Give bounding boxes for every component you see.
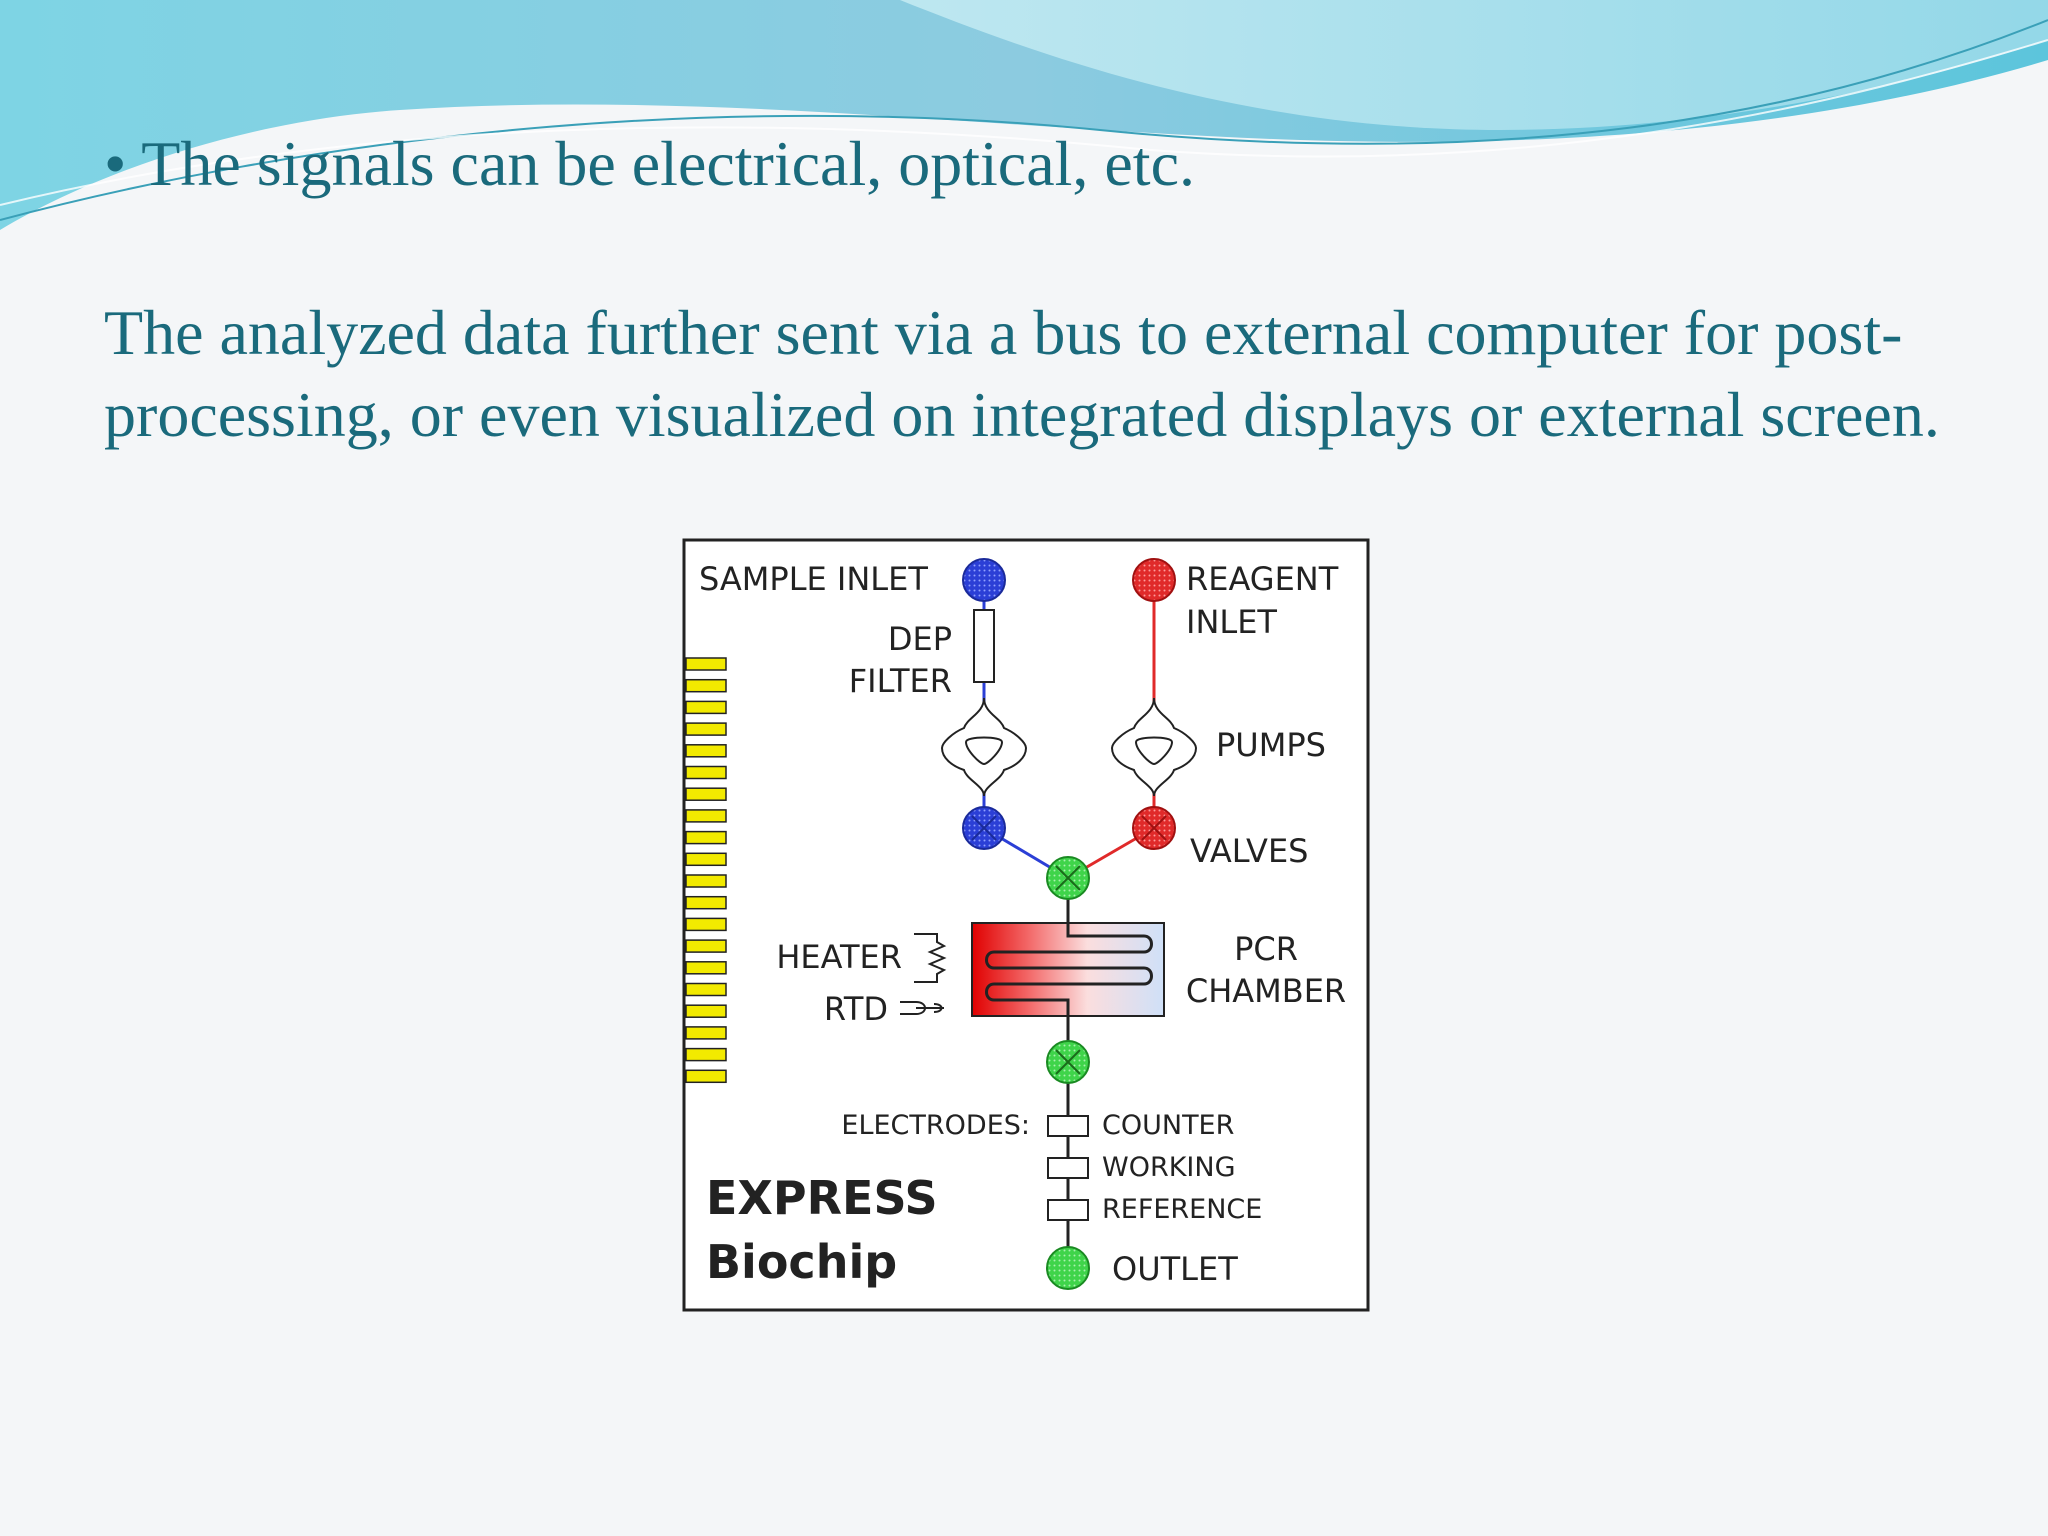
- rtd-symbol: [900, 1001, 944, 1015]
- label-reagent: REAGENT: [1186, 560, 1339, 598]
- connector-pin: [685, 874, 727, 888]
- label-heater: HEATER: [776, 938, 902, 976]
- connector-pin: [685, 1004, 727, 1018]
- connector-pin: [685, 961, 727, 975]
- label-filter: FILTER: [849, 662, 952, 700]
- reagent-pump: [1110, 697, 1198, 797]
- label-rtd: RTD: [824, 990, 888, 1028]
- reagent-inlet-port: [1132, 558, 1176, 602]
- bullet-text: • The signals can be electrical, optical…: [104, 128, 1195, 199]
- connector-pin: [685, 1026, 727, 1040]
- connector-pin: [685, 744, 727, 758]
- sample-inlet-port: [962, 558, 1006, 602]
- label-valves: VALVES: [1190, 832, 1308, 870]
- connector-pin: [685, 809, 727, 823]
- label-inlet: INLET: [1186, 603, 1277, 641]
- label-outlet: OUTLET: [1112, 1250, 1238, 1288]
- connector-pin: [685, 895, 727, 910]
- label-chamber: CHAMBER: [1186, 972, 1346, 1010]
- label-pcr: PCR: [1234, 930, 1298, 968]
- electrode-reference: [1047, 1199, 1089, 1221]
- electrode-working: [1047, 1157, 1089, 1179]
- body-paragraph: The analyzed data further sent via a bus…: [104, 297, 1940, 450]
- connector-pin: [685, 982, 727, 997]
- connector-pin: [685, 917, 727, 932]
- connector-pin: [685, 657, 727, 671]
- connector-pin: [685, 700, 727, 715]
- label-electrodes: ELECTRODES:: [841, 1110, 1030, 1141]
- sample-pump: [940, 697, 1028, 797]
- outlet-port: [1046, 1246, 1090, 1290]
- edge-connector: [685, 657, 727, 1084]
- heater-symbol: [914, 933, 947, 983]
- label-dep: DEP: [888, 620, 952, 658]
- express-biochip-diagram: SAMPLE INLET REAGENT INLET DEP FILTER PU…: [682, 538, 1370, 1312]
- label-pumps: PUMPS: [1216, 726, 1326, 764]
- label-working: WORKING: [1102, 1152, 1236, 1183]
- connector-pin: [685, 830, 727, 845]
- dep-filter: [973, 609, 995, 683]
- pcr-serpentine: [985, 923, 1153, 1016]
- connector-pin: [685, 765, 727, 780]
- connector-pin: [685, 722, 727, 736]
- connector-pin: [685, 678, 727, 693]
- label-counter: COUNTER: [1102, 1110, 1234, 1141]
- header-wave-light: [900, 0, 2048, 130]
- connector-pin: [685, 852, 727, 867]
- label-reference: REFERENCE: [1102, 1194, 1262, 1225]
- label-sample-inlet: SAMPLE INLET: [699, 560, 928, 598]
- connector-pin: [685, 939, 727, 953]
- connector-pin: [685, 1069, 727, 1084]
- chip-title-biochip: Biochip: [706, 1235, 897, 1289]
- connector-pin: [685, 787, 727, 801]
- connector-pin: [685, 1047, 727, 1062]
- electrode-counter: [1047, 1115, 1089, 1137]
- chip-title-express: EXPRESS: [706, 1171, 938, 1225]
